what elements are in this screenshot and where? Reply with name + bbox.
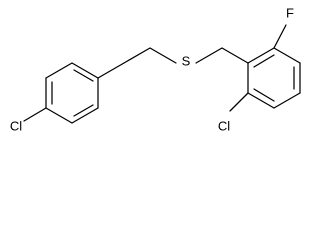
double-bond-right-bottom (253, 88, 275, 102)
bond-ring-to-cl-bottom (229, 92, 249, 112)
bond-ring-to-ch2-left (97, 62, 125, 79)
bond-ring-b1-b2 (247, 47, 275, 64)
bond-ring-b5-b6 (247, 92, 275, 109)
right-benzene-ring (247, 47, 301, 109)
bond-ring-to-cl-left (23, 107, 47, 122)
bond-s-to-ch2-right (195, 47, 223, 64)
atom-label-sulfur: S (182, 53, 191, 68)
bond-ring-a5-a6 (71, 107, 99, 124)
bond-ch2-to-s-left (123, 47, 151, 64)
bond-ring-a3-a4 (71, 62, 99, 79)
atom-label-fluorine: F (286, 5, 294, 20)
bond-ring-a6-a1 (45, 107, 73, 124)
chemical-structure-diagram: Cl S F Cl (10, 5, 301, 133)
bond-ring-b2-b3 (273, 47, 301, 64)
atom-label-chlorine-left: Cl (10, 118, 22, 133)
bond-ring-b4-b5 (273, 92, 301, 109)
atom-label-chlorine-bottom: Cl (218, 118, 230, 133)
bond-ch2-up-left (149, 47, 177, 64)
bond-ch2-to-ring-right (221, 47, 249, 64)
bond-ring-to-fluorine (273, 24, 287, 49)
double-bond-right-top (253, 54, 275, 68)
bond-ring-a2-a3 (45, 62, 73, 79)
double-bond-inner-bottom (73, 104, 94, 117)
left-benzene-ring (45, 62, 99, 124)
double-bond-inner-top (73, 69, 94, 82)
